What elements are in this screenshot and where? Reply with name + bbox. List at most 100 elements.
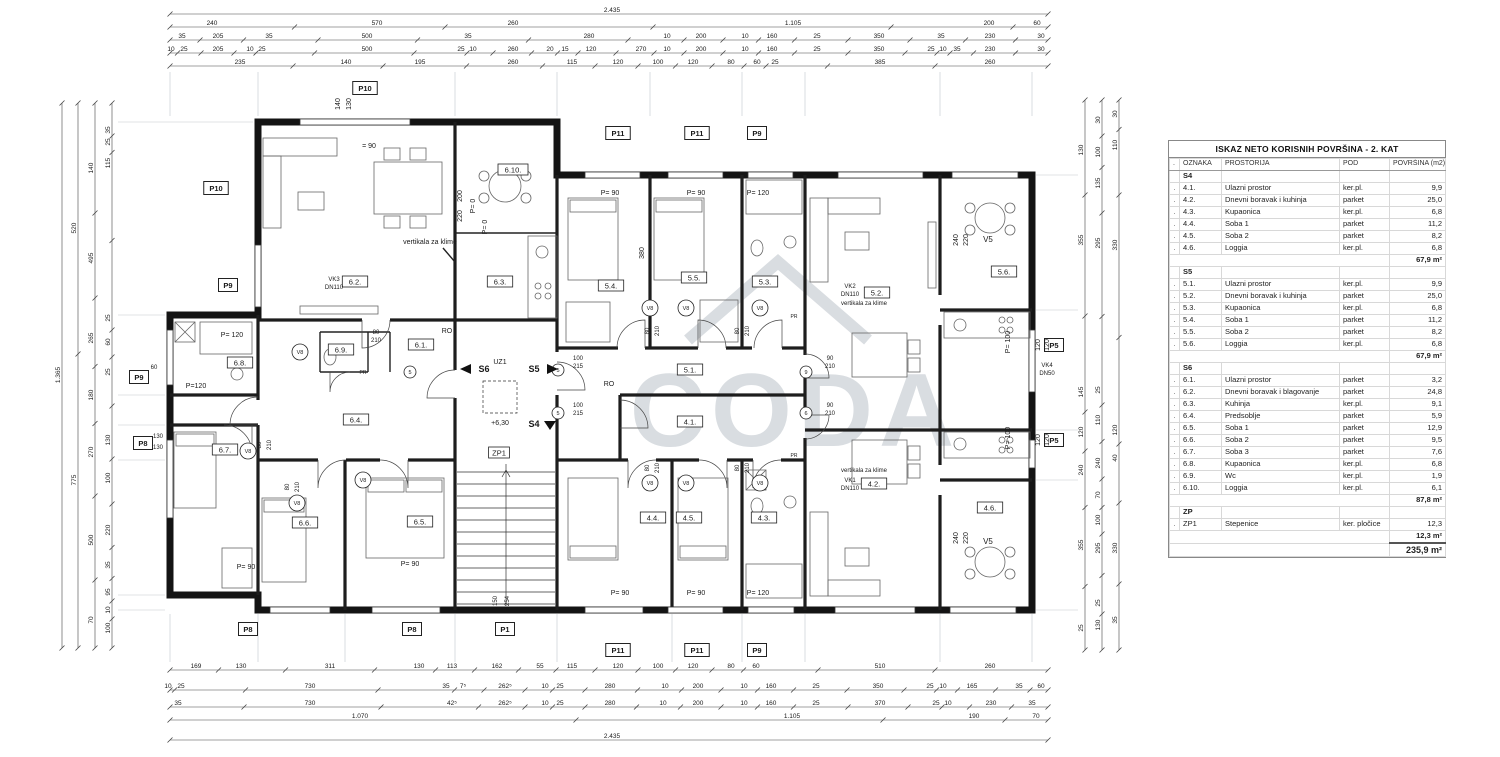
- table-cell: 9,5: [1389, 434, 1446, 447]
- dimension-tick: [880, 717, 886, 723]
- position-marker: P11: [691, 646, 704, 655]
- dimension-tick: [109, 403, 115, 409]
- table-cell: [1169, 494, 1390, 507]
- dimension-label: 2.435: [604, 7, 621, 14]
- annotation-text: 215: [573, 364, 584, 370]
- dimension-label: 25: [927, 46, 935, 53]
- table-cell: PROSTORIJA: [1221, 158, 1340, 171]
- position-marker-box: [352, 81, 378, 95]
- dimension-label: 35: [1112, 616, 1119, 624]
- position-marker: P9: [223, 281, 232, 290]
- dimension-tick: [411, 50, 417, 56]
- dimension-tick: [380, 63, 386, 69]
- room-label: 5.5.: [688, 274, 701, 283]
- table-cell: .: [1169, 314, 1180, 327]
- dimension-label: 135: [1095, 177, 1102, 188]
- dimension-tick: [681, 37, 687, 43]
- table-cell: Ulazni prostor: [1221, 182, 1340, 195]
- dimension-label: 35: [937, 33, 945, 40]
- dimension-label: 130: [236, 663, 247, 670]
- dimension-tick: [109, 501, 115, 507]
- table-cell: [1389, 362, 1446, 375]
- dimension-tick: [59, 100, 65, 106]
- dimension-label: 260: [508, 20, 519, 27]
- dimension-tick: [1099, 476, 1105, 482]
- dimension-label: 200: [696, 33, 707, 40]
- dimension-label: 25: [1095, 386, 1102, 394]
- annotation-text: 210: [371, 338, 382, 344]
- exterior-walls: [166, 118, 1036, 614]
- dimension-label: 110: [1095, 414, 1102, 425]
- dimension-tick: [1099, 164, 1105, 171]
- table-cell: Kupaonica: [1221, 302, 1340, 315]
- circle-marker-label: V8: [683, 481, 690, 487]
- dimension-tick: [109, 456, 115, 462]
- dimension-tick: [167, 24, 173, 30]
- dimension-label: 195: [415, 59, 426, 66]
- dimension-label: 35: [1015, 683, 1023, 690]
- circle-marker: [354, 471, 372, 489]
- dimension-tick: [553, 667, 559, 673]
- dimension-label: 10: [167, 46, 175, 53]
- dimension-tick: [242, 687, 249, 693]
- dimension-tick: [845, 50, 851, 56]
- dimension-tick: [525, 37, 532, 43]
- dimension-label: 10: [105, 606, 112, 614]
- dimension-tick: [1099, 611, 1105, 617]
- position-marker: P11: [612, 129, 625, 138]
- annotation-text: 80: [645, 327, 651, 334]
- position-marker: P10: [358, 84, 371, 93]
- dimension-tick: [592, 63, 598, 69]
- dimension-label: 100: [105, 622, 112, 633]
- annotation-text: 210: [745, 325, 751, 336]
- dimension-label: 10: [541, 700, 549, 707]
- table-cell: .: [1169, 458, 1180, 471]
- position-marker-box: [129, 370, 149, 384]
- circle-marker-label: V8: [647, 481, 654, 487]
- table-cell: [1221, 266, 1340, 279]
- annotation-text: PR: [360, 370, 367, 376]
- dimension-label: 130: [1078, 144, 1085, 155]
- dimension-tick: [240, 37, 247, 43]
- circle-marker-label: V8: [294, 501, 301, 507]
- table-grand-total-row: 235,9 m²: [1169, 542, 1446, 558]
- dimension-label: 200: [693, 700, 704, 707]
- room-label-box: [976, 501, 1004, 514]
- dimension-tick: [522, 687, 528, 693]
- table-cell: 5.6.: [1179, 338, 1222, 351]
- annotation-text: +6,30: [491, 420, 509, 427]
- table-cell: 24,8: [1389, 386, 1446, 399]
- table-cell: 25,0: [1389, 194, 1446, 207]
- table-cell: parket: [1339, 422, 1390, 435]
- dimension-tick: [709, 63, 715, 69]
- dimension-tick: [1082, 97, 1088, 103]
- room-label-box: [863, 286, 891, 299]
- annotation-text: P= 100: [1005, 331, 1012, 353]
- dimension-tick: [549, 687, 556, 693]
- circle-marker-label: 5: [408, 370, 411, 376]
- dimension-tick: [709, 667, 715, 673]
- table-cell: 5.1.: [1179, 278, 1222, 291]
- room-label: 5.4.: [605, 282, 618, 291]
- room-label-box: [675, 511, 703, 524]
- dimension-tick: [741, 63, 747, 69]
- annotation-text: VK1: [844, 478, 856, 484]
- dimension-tick: [282, 667, 289, 673]
- table-cell: .: [1169, 290, 1180, 303]
- dimension-label: 350: [873, 683, 884, 690]
- annotation-text: DN110: [841, 486, 860, 492]
- dimension-tick: [582, 687, 588, 693]
- dimension-tick: [554, 50, 561, 56]
- dimension-label: 120: [688, 59, 699, 66]
- dimension-tick: [442, 24, 448, 30]
- dimension-label: 280: [605, 683, 616, 690]
- dimension-label: 60: [1037, 683, 1045, 690]
- table-cell: 6,8: [1389, 242, 1446, 255]
- room-label: 4.1.: [684, 418, 697, 427]
- table-cell: parket: [1339, 314, 1390, 327]
- dimension-tick: [635, 63, 641, 69]
